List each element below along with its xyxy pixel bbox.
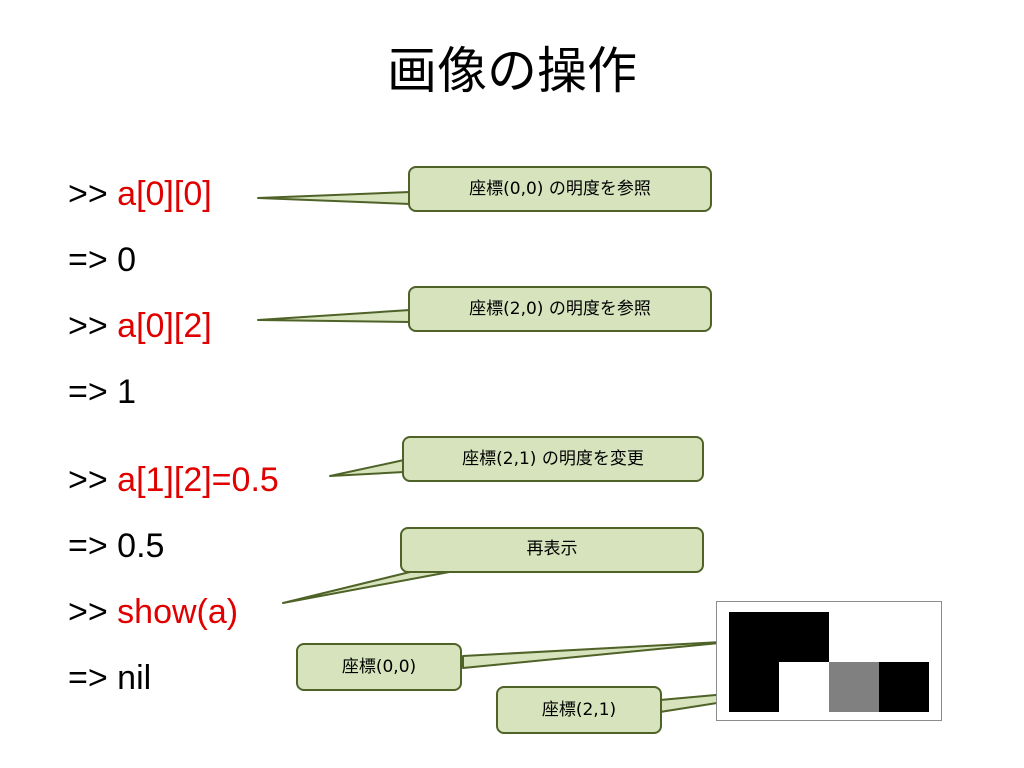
prompt: >> [68,307,118,345]
pixel-1-0 [779,612,829,662]
code-line-3: >> a[0][2] [68,304,212,348]
callout-coord-0-0: 座標(0,0) [296,643,462,691]
prompt: => [68,527,118,565]
expression: show(a) [117,593,239,631]
page-title: 画像の操作 [387,42,637,100]
callout-ref-0-0: 座標(0,0) の明度を参照 [408,166,712,212]
code-line-4: => 1 [68,370,136,414]
prompt: => [68,373,118,411]
pixel-2-0 [829,612,879,662]
prompt: >> [68,461,118,499]
result: 1 [117,373,137,411]
leader-ref-2-0 [257,309,411,323]
leader-ref-0-0 [257,191,411,205]
image-preview [716,601,942,721]
callout-ref-2-0: 座標(2,0) の明度を参照 [408,286,712,332]
code-line-6: => 0.5 [68,524,164,568]
prompt: >> [68,593,118,631]
leader-change-2-1 [329,459,405,477]
callout-redisplay: 再表示 [400,527,704,573]
code-line-1: >> a[0][0] [68,172,212,216]
expression: a[0][2] [117,307,212,345]
code-line-5: >> a[1][2]=0.5 [68,458,279,502]
pixel-3-0 [879,612,929,662]
prompt: >> [68,175,118,213]
code-line-7: >> show(a) [68,590,238,634]
leader-coord-0-0 [462,640,741,669]
callout-coord-2-1: 座標(2,1) [496,686,662,734]
pixel-0-0 [729,612,779,662]
leader-redisplay [282,569,461,604]
pixel-2-1 [829,662,879,712]
expression: a[0][0] [117,175,212,213]
pixel-1-1 [779,662,829,712]
result: 0.5 [117,527,165,565]
expression: a[1][2]=0.5 [117,461,279,499]
result: nil [117,659,152,697]
callout-change-2-1: 座標(2,1) の明度を変更 [402,436,704,482]
prompt: => [68,241,118,279]
code-line-8: => nil [68,656,151,700]
code-line-2: => 0 [68,238,136,282]
result: 0 [117,241,137,279]
pixel-3-1 [879,662,929,712]
prompt: => [68,659,118,697]
pixel-0-1 [729,662,779,712]
